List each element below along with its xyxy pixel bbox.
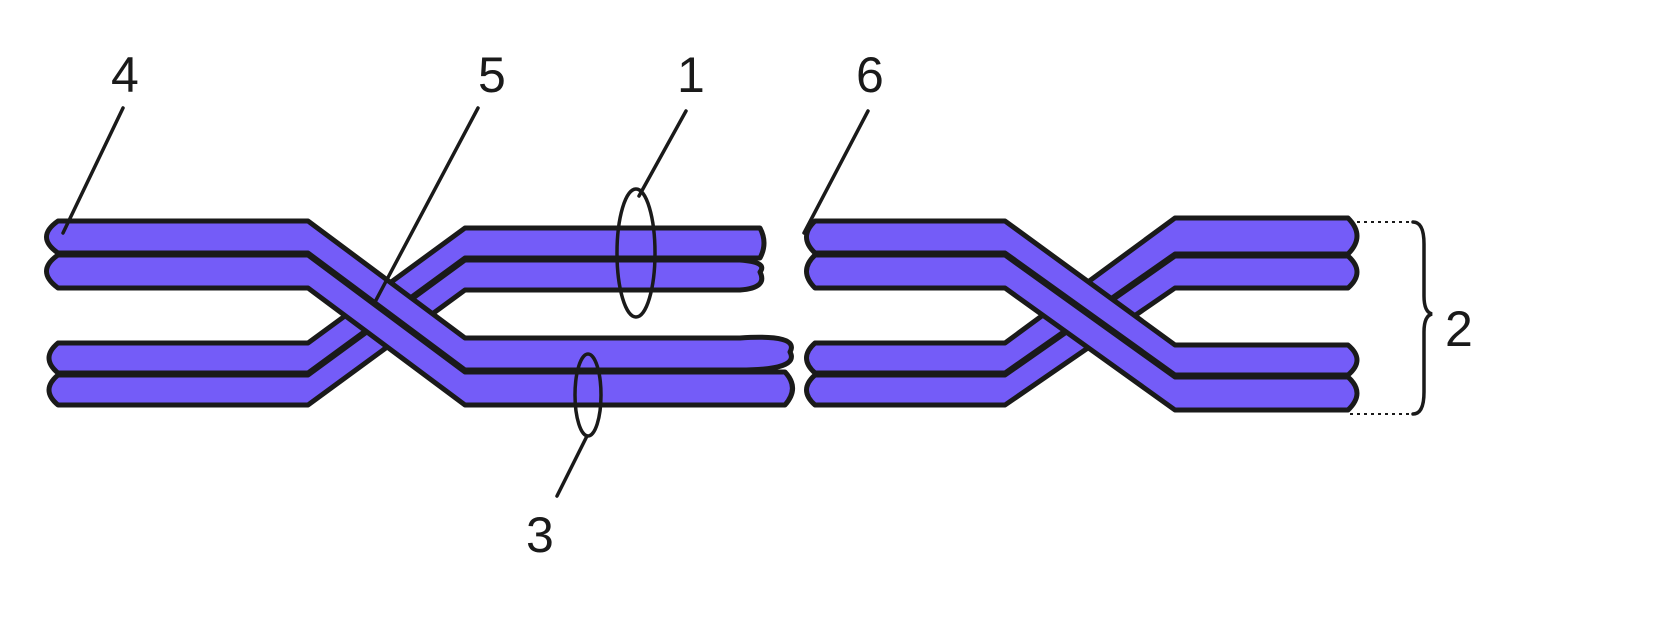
- chromatid-top-b: [44, 252, 795, 408]
- leader-5: [373, 106, 480, 304]
- label-5: 5: [478, 47, 506, 103]
- label-6: 6: [856, 47, 884, 103]
- chromatid-pair-ring: [615, 187, 657, 319]
- homolog-bracket: [1350, 220, 1433, 416]
- label-2: 2: [1445, 301, 1473, 357]
- chromatid-top-a: [44, 218, 794, 373]
- left-segment: [44, 218, 795, 408]
- leader-3: [555, 434, 589, 498]
- number-labels: 4 5 1 6 2 3: [111, 47, 1473, 563]
- leader-6: [802, 109, 870, 235]
- chromatid-right-top-b: [804, 252, 1360, 413]
- label-4: 4: [111, 47, 139, 103]
- right-segment: [804, 215, 1360, 413]
- leader-lines: [61, 106, 870, 498]
- leader-4: [61, 106, 125, 235]
- label-3: 3: [526, 507, 554, 563]
- leader-1: [637, 109, 688, 198]
- label-1: 1: [677, 47, 705, 103]
